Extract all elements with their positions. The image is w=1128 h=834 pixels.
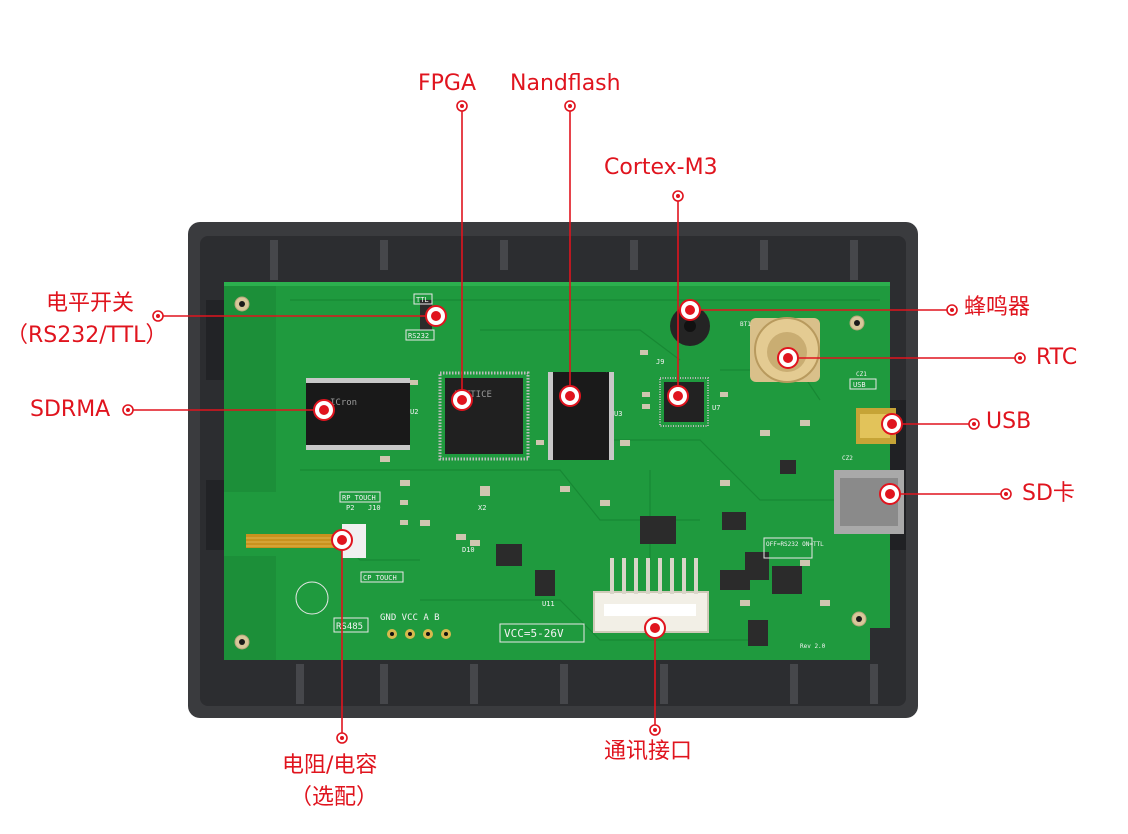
label-level-switch-sub: （RS232/TTL） bbox=[6, 323, 168, 348]
leader-anchor-dot-buzzer bbox=[950, 308, 954, 312]
marker-dot-level bbox=[431, 311, 441, 321]
silk-gnd-vcc-ab: GND VCC A B bbox=[380, 613, 440, 623]
label-rtc: RTC bbox=[1036, 345, 1078, 370]
label-cortex-m3: Cortex-M3 bbox=[604, 155, 718, 180]
leader-anchor-dot-usb bbox=[972, 422, 976, 426]
silk-usb: USB bbox=[853, 381, 866, 389]
label-resistor-optional: （选配） bbox=[290, 785, 379, 810]
label-nandflash: Nandflash bbox=[510, 71, 621, 96]
leader-anchor-dot-comm bbox=[653, 728, 657, 732]
marker-dot-cortex bbox=[673, 391, 683, 401]
leader-anchor-dot-rtc bbox=[1018, 356, 1022, 360]
silk-p2: P2 bbox=[346, 504, 354, 512]
fpga-chip-text: LATTICE bbox=[454, 390, 492, 400]
silk-j9: J9 bbox=[656, 358, 664, 366]
silk-off-on: OFF=RS232 ON=TTL bbox=[766, 541, 824, 548]
marker-dot-buzzer bbox=[685, 305, 695, 315]
leader-anchor-dot-fpga bbox=[460, 104, 464, 108]
silk-bt1: BT1 bbox=[740, 321, 751, 328]
marker-dot-nandflash bbox=[565, 391, 575, 401]
leader-anchor-dot-sd-card bbox=[1004, 492, 1008, 496]
leader-anchor-dot-cortex bbox=[676, 194, 680, 198]
silk-d10: D10 bbox=[462, 546, 475, 554]
label-sd-card: SD卡 bbox=[1022, 481, 1075, 506]
silk-j10: J10 bbox=[368, 504, 381, 512]
pcb-board: ICron LATTICE bbox=[224, 282, 904, 660]
silk-cz1: CZ1 bbox=[856, 371, 867, 378]
silk-rs232: RS232 bbox=[408, 332, 429, 340]
label-usb: USB bbox=[986, 409, 1032, 434]
silk-u11: U11 bbox=[542, 600, 555, 608]
silk-rs485: RS485 bbox=[336, 622, 363, 632]
silk-cz2: CZ2 bbox=[842, 455, 853, 462]
label-buzzer: 蜂鸣器 bbox=[964, 295, 1031, 320]
silk-rp-touch: RP TOUCH bbox=[342, 494, 376, 502]
sdram-chip-text: ICron bbox=[330, 398, 357, 408]
callout-group bbox=[122, 100, 1026, 744]
silk-u7: U7 bbox=[712, 404, 720, 412]
silk-rev: Rev 2.0 bbox=[800, 643, 826, 650]
marker-dot-resistor bbox=[337, 535, 347, 545]
label-sdram: SDRMA bbox=[30, 397, 111, 422]
marker-dot-usb bbox=[887, 419, 897, 429]
leader-anchor-dot-nandflash bbox=[568, 104, 572, 108]
silk-u3: U3 bbox=[614, 410, 622, 418]
silk-x2: X2 bbox=[478, 504, 486, 512]
label-comm-port: 通讯接口 bbox=[604, 739, 693, 764]
leader-anchor-dot-level bbox=[156, 314, 160, 318]
silk-ttl: TTL bbox=[416, 296, 429, 304]
silk-vcc-range: VCC=5-26V bbox=[504, 627, 564, 640]
label-fpga: FPGA bbox=[418, 71, 477, 96]
marker-dot-rtc bbox=[783, 353, 793, 363]
silk-cp-touch: CP TOUCH bbox=[363, 574, 397, 582]
silk-u2: U2 bbox=[410, 408, 418, 416]
leader-anchor-dot-sdram bbox=[126, 408, 130, 412]
label-resistor-capacitor: 电阻/电容 bbox=[282, 753, 378, 778]
label-level-switch: 电平开关 bbox=[46, 291, 135, 316]
marker-dot-sdram bbox=[319, 405, 329, 415]
leader-anchor-dot-resistor bbox=[340, 736, 344, 740]
marker-dot-fpga bbox=[457, 395, 467, 405]
marker-dot-comm bbox=[650, 623, 660, 633]
marker-dot-sd-card bbox=[885, 489, 895, 499]
